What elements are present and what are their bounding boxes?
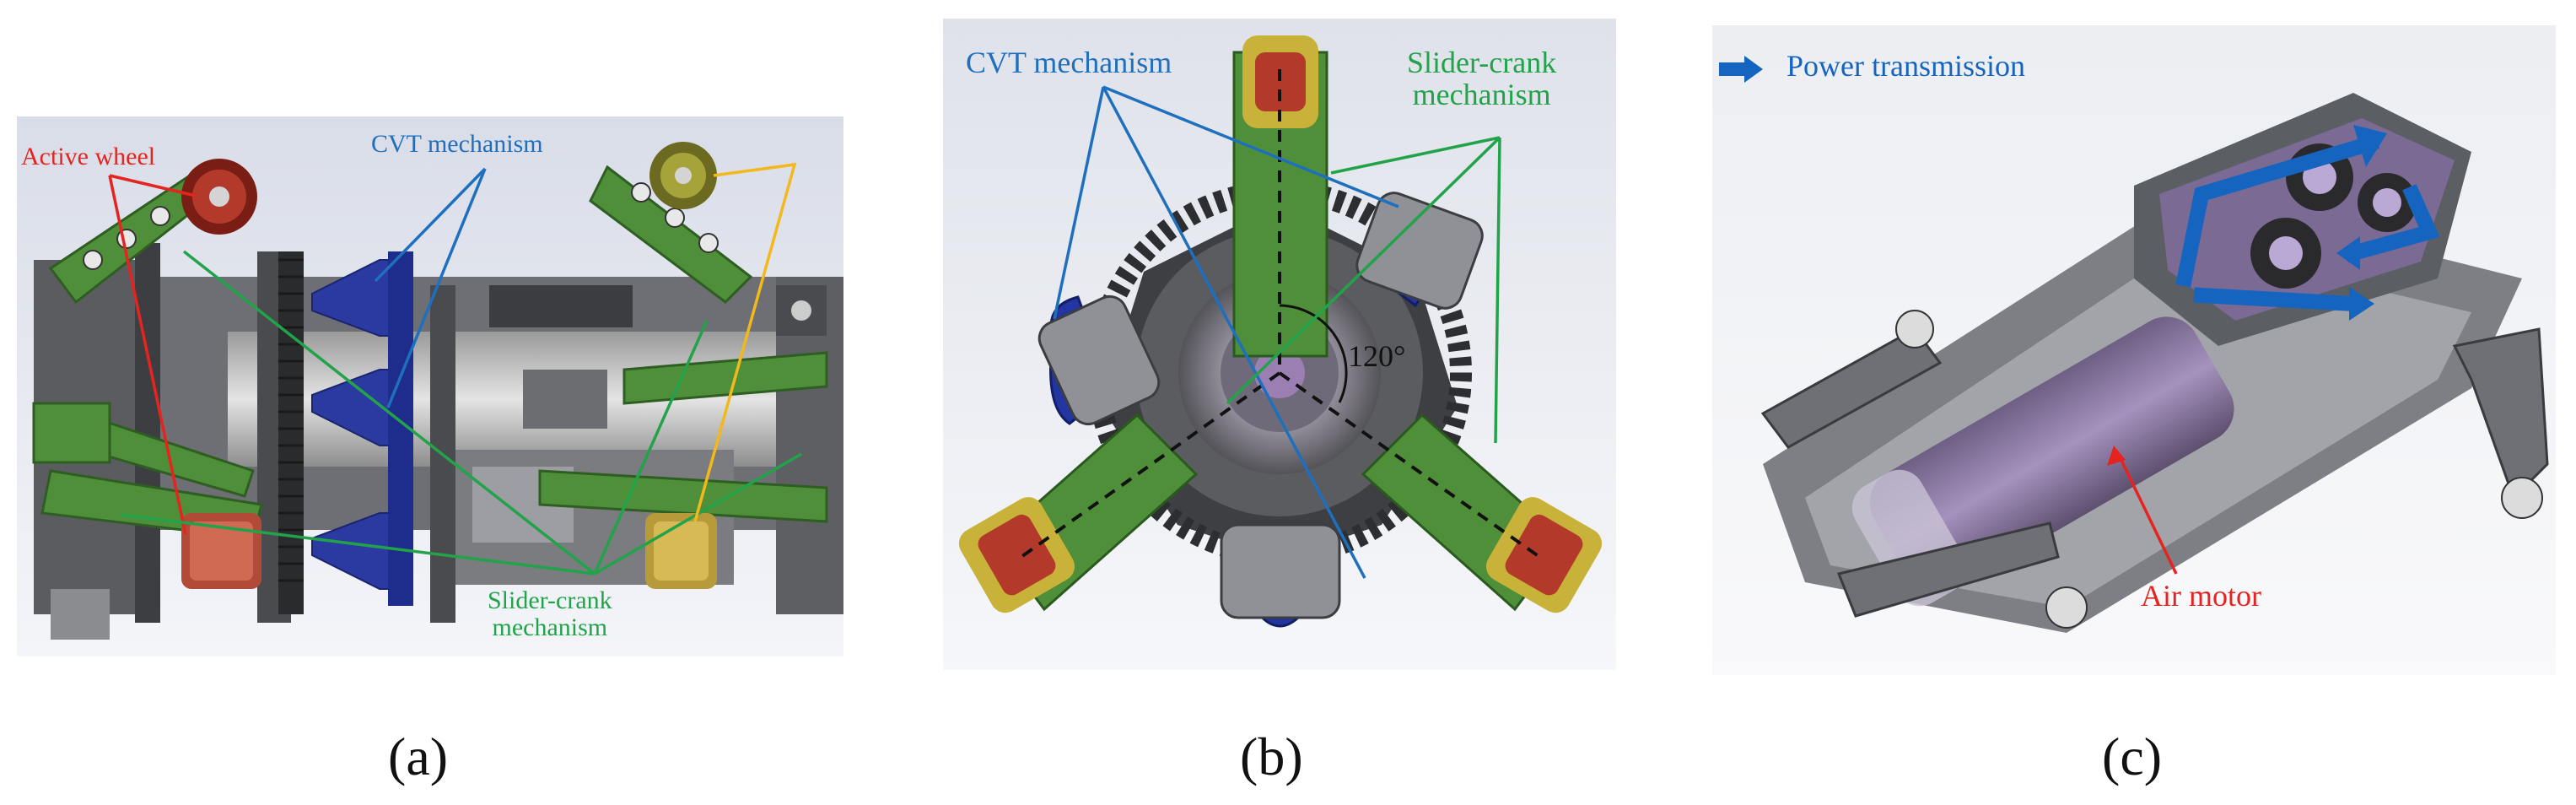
caption-a: (a) bbox=[388, 727, 449, 786]
active-wheel-top bbox=[181, 159, 257, 235]
panel-a-image bbox=[17, 116, 843, 656]
label-angle-120: 120° bbox=[1348, 339, 1406, 373]
panel-c-drawing bbox=[1712, 25, 2556, 675]
label-cvt-mechanism-a: CVT mechanism bbox=[371, 130, 543, 158]
label-slider-crank-a: Slider-crank mechanism bbox=[488, 586, 612, 641]
caption-c: (c) bbox=[2102, 727, 2163, 786]
caption-b: (b) bbox=[1240, 727, 1303, 786]
label-active-wheel: Active wheel bbox=[21, 143, 156, 170]
label-air-motor: Air motor bbox=[2141, 579, 2261, 613]
panel-c-image bbox=[1712, 25, 2556, 675]
panel-a-drawing bbox=[17, 116, 843, 656]
panel-b-image bbox=[943, 19, 1616, 670]
label-slider-crank-b: Slider-crank mechanism bbox=[1407, 46, 1557, 111]
label-cvt-mechanism-b: CVT mechanism bbox=[966, 46, 1172, 79]
label-power-transmission: Power transmission bbox=[1786, 49, 2025, 83]
panel-b-drawing bbox=[943, 19, 1616, 670]
